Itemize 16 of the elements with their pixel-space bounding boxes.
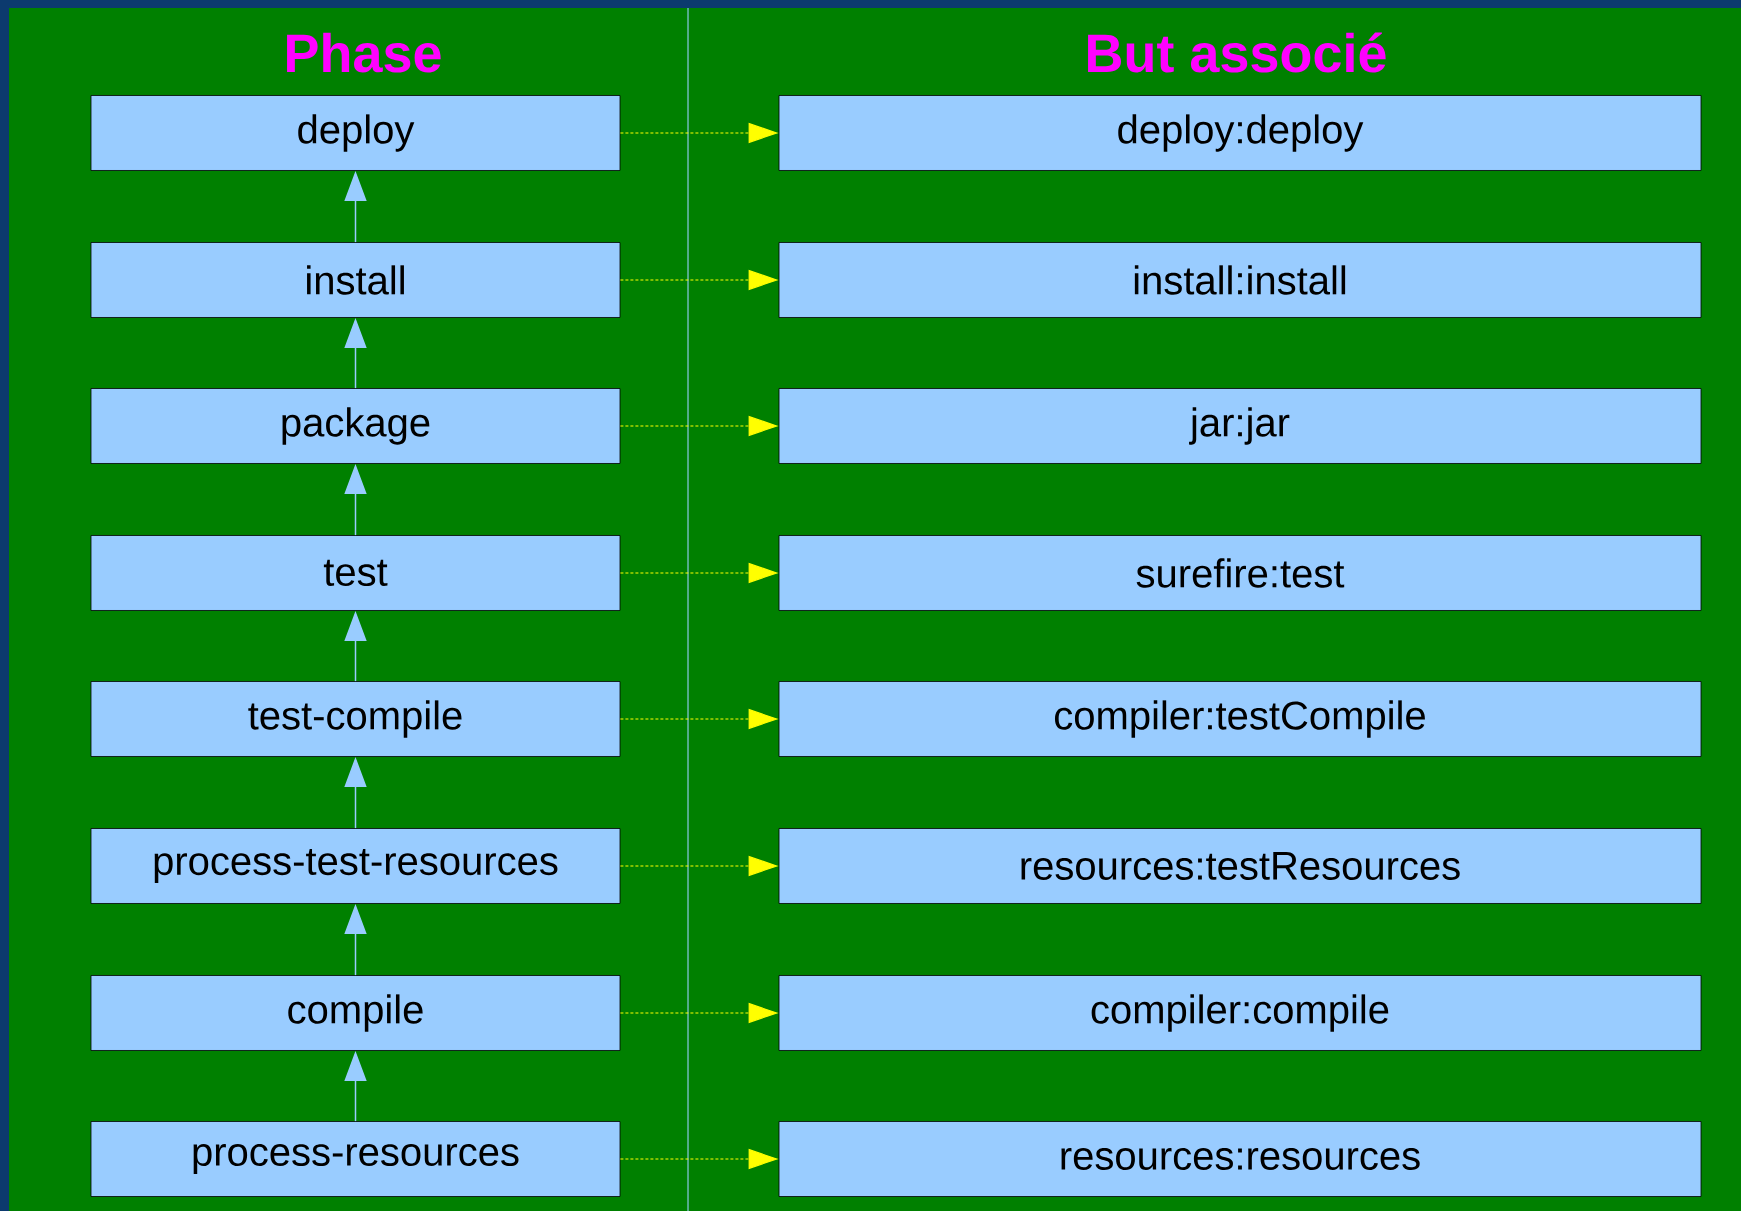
phase-box: test-compile bbox=[90, 681, 621, 757]
goal-box: deploy:deploy bbox=[778, 95, 1702, 171]
goal-box: jar:jar bbox=[778, 388, 1702, 464]
phase-box: install bbox=[90, 242, 621, 318]
phase-box: test bbox=[90, 535, 621, 611]
goal-box: resources:resources bbox=[778, 1121, 1702, 1197]
phase-box: compile bbox=[90, 975, 621, 1051]
goal-box: install:install bbox=[778, 242, 1702, 318]
goal-box: surefire:test bbox=[778, 535, 1702, 611]
goal-box: compiler:compile bbox=[778, 975, 1702, 1051]
phase-box: process-resources bbox=[90, 1121, 621, 1197]
goal-box: resources:testResources bbox=[778, 828, 1702, 904]
goal-box: compiler:testCompile bbox=[778, 681, 1702, 757]
phase-box: process-test-resources bbox=[90, 828, 621, 904]
phase-box: package bbox=[90, 388, 621, 464]
phase-box: deploy bbox=[90, 95, 621, 171]
